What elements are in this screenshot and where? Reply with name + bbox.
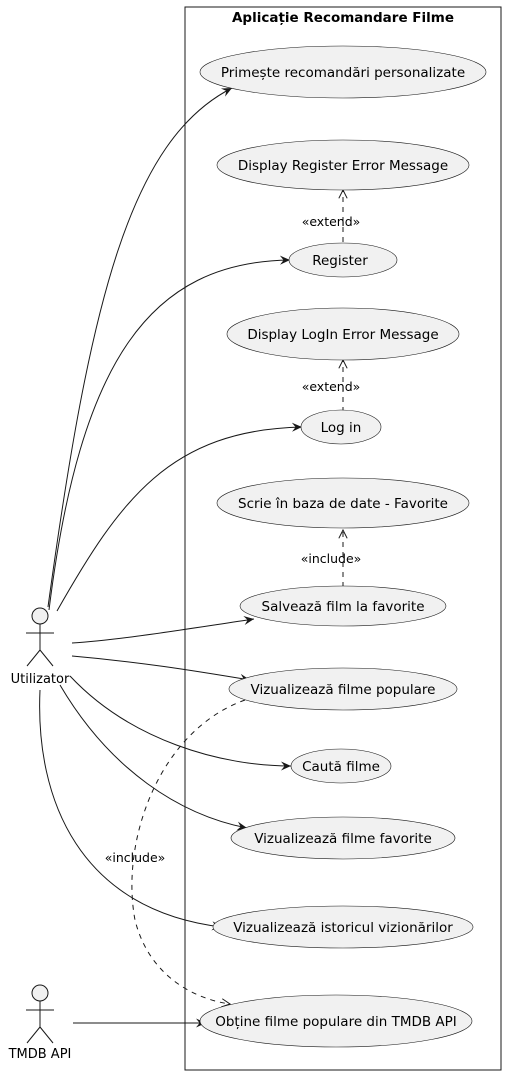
dependency-edges [131, 190, 343, 1004]
edge-utilizator-cauta [69, 675, 292, 771]
actor-head-icon [31, 984, 49, 1002]
edge-utilizator-recomandari [47, 87, 233, 608]
actor-tmdb-api: TMDB API [8, 984, 72, 1062]
use-case-label: Scrie în baza de date - Favorite [238, 496, 448, 512]
use-case-label: Vizualizează istoricul vizionărilor [233, 920, 453, 936]
use-case-label: Caută filme [302, 759, 380, 775]
use-case-login: Log in [300, 409, 382, 445]
use-case-label: Obține filme populare din TMDB API [215, 1014, 457, 1030]
use-case-salveaza: Salvează film la favorite [239, 585, 447, 627]
edge-populare-include [131, 699, 246, 1004]
relation-label-register: «extend» [302, 214, 361, 229]
use-case-istoric: Vizualizează istoricul vizionărilor [212, 905, 474, 949]
use-case-label: Vizualizează filme populare [251, 682, 436, 698]
actor-utilizator: Utilizator [11, 607, 70, 687]
association-edges [39, 87, 303, 1028]
use-case-label: Register [312, 253, 368, 269]
use-case-cauta: Caută filme [290, 748, 392, 784]
use-case-register: Register [288, 242, 398, 278]
use-case-label: Display Register Error Message [238, 158, 448, 174]
use-case-login-error: Display LogIn Error Message [226, 307, 460, 361]
edge-utilizator-salveaza [71, 615, 255, 644]
relation-label-populare: «include» [105, 850, 166, 865]
system-boundary [184, 6, 502, 1071]
use-case-label: Vizualizează filme favorite [254, 831, 432, 847]
relation-label-salveaza: «include» [301, 551, 362, 566]
actor-head-icon [31, 607, 49, 625]
edge-utilizator-populare [71, 655, 251, 683]
use-case-recomandari: Primește recomandări personalizate [199, 45, 487, 99]
use-case-scrie-favorite: Scrie în baza de date - Favorite [216, 477, 470, 529]
edge-utilizator-favorite [59, 684, 248, 831]
use-case-label: Primește recomandări personalizate [221, 65, 465, 81]
relation-label-login: «extend» [302, 379, 361, 394]
edge-utilizator-istoric [39, 689, 223, 931]
use-case-label: Salvează film la favorite [262, 599, 425, 615]
system-title: Aplicație Recomandare Filme [232, 10, 454, 26]
use-case-label: Display LogIn Error Message [247, 327, 438, 343]
use-case-obtine: Obține filme populare din TMDB API [199, 994, 473, 1048]
use-case-populare: Vizualizează filme populare [228, 667, 458, 711]
edge-utilizator-login [56, 422, 303, 612]
use-case-register-error: Display Register Error Message [216, 139, 470, 191]
actor-label: Utilizator [11, 672, 70, 687]
edge-utilizator-register [48, 255, 291, 611]
use-case-favorite: Vizualizează filme favorite [230, 816, 456, 860]
actor-label: TMDB API [8, 1047, 72, 1062]
use-case-label: Log in [321, 420, 362, 436]
